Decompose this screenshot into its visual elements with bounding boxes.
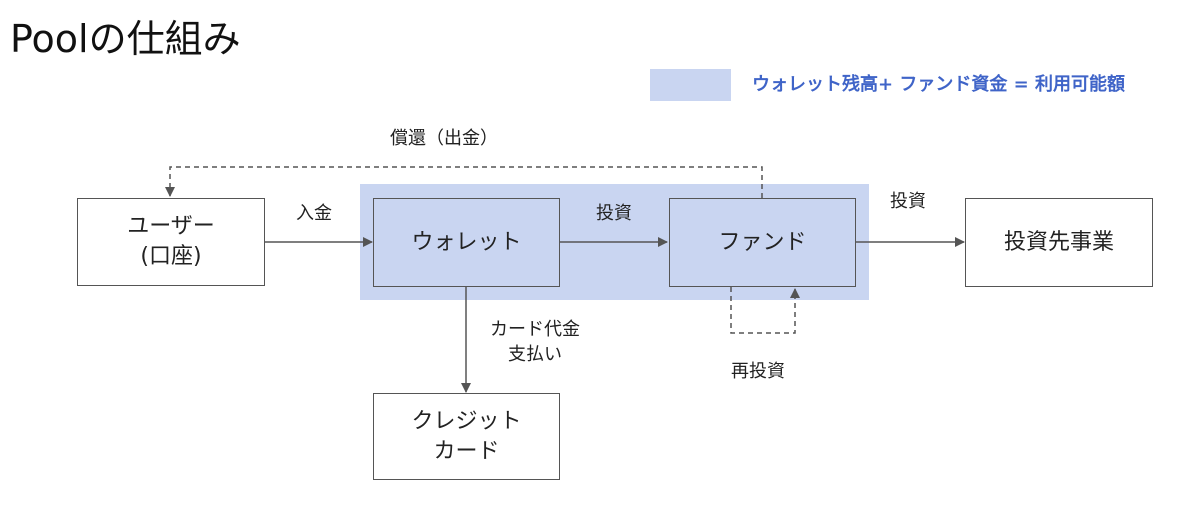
node-credit-card: クレジット カード [373,393,560,480]
edge-label-invest-fund-investee: 投資 [890,191,926,212]
node-wallet: ウォレット [373,198,560,287]
node-investee-label: 投資先事業 [1003,229,1114,255]
legend-swatch [650,69,731,101]
edge-label-invest-wallet-fund: 投資 [596,203,632,224]
edge-label-card-payment: カード代金 支払い [490,317,580,367]
node-card-label-1: クレジット [411,408,522,434]
node-user-label-1: ユーザー [127,214,215,239]
edge-label-reinvest: 再投資 [731,361,785,382]
node-user-label-2: (口座) [140,244,202,269]
edge-label-repayment: 償還（出金） [390,128,498,149]
page-title: Poolの仕組み [10,17,241,61]
arrow-repayment [165,166,763,198]
node-fund-label: ファンド [718,229,807,255]
edge-label-card-payment-2: 支払い [508,344,562,365]
edge-label-deposit: 入金 [296,203,332,224]
node-user: ユーザー (口座) [77,198,265,286]
node-wallet-label: ウォレット [411,229,522,255]
node-card-label-2: カード [433,438,500,464]
node-fund: ファンド [669,198,856,287]
edge-label-card-payment-1: カード代金 [490,319,580,340]
node-investee: 投資先事業 [965,198,1153,287]
arrow-reinvest [730,287,800,334]
legend-label: ウォレット残高+ ファンド資金 = 利用可能額 [752,74,1125,95]
